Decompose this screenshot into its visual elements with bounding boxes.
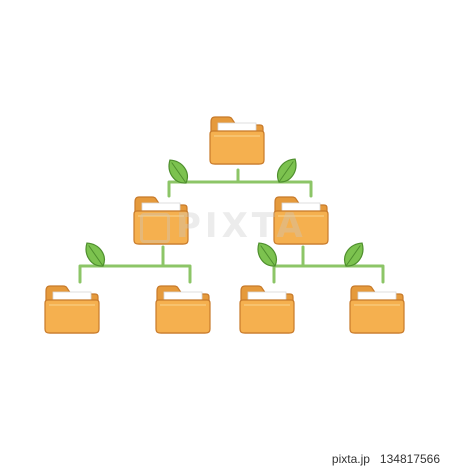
footer-site: pixta.jp bbox=[331, 452, 370, 466]
connector-left bbox=[78, 245, 192, 284]
footer-credit: pixta.jp 134817566 bbox=[332, 452, 440, 466]
folder-icon bbox=[349, 285, 405, 334]
folder-icon bbox=[44, 285, 100, 334]
connector-top bbox=[167, 168, 313, 198]
folder-icon bbox=[133, 196, 189, 245]
folder-icon bbox=[209, 116, 265, 165]
footer-image-id: 134817566 bbox=[379, 452, 440, 466]
folder-icon bbox=[155, 285, 211, 334]
connector-right bbox=[272, 245, 385, 284]
footer-bar: pixta.jp 134817566 bbox=[0, 451, 450, 469]
connector-lines bbox=[78, 168, 385, 284]
folder-icon bbox=[239, 285, 295, 334]
folder-icon bbox=[273, 196, 329, 245]
